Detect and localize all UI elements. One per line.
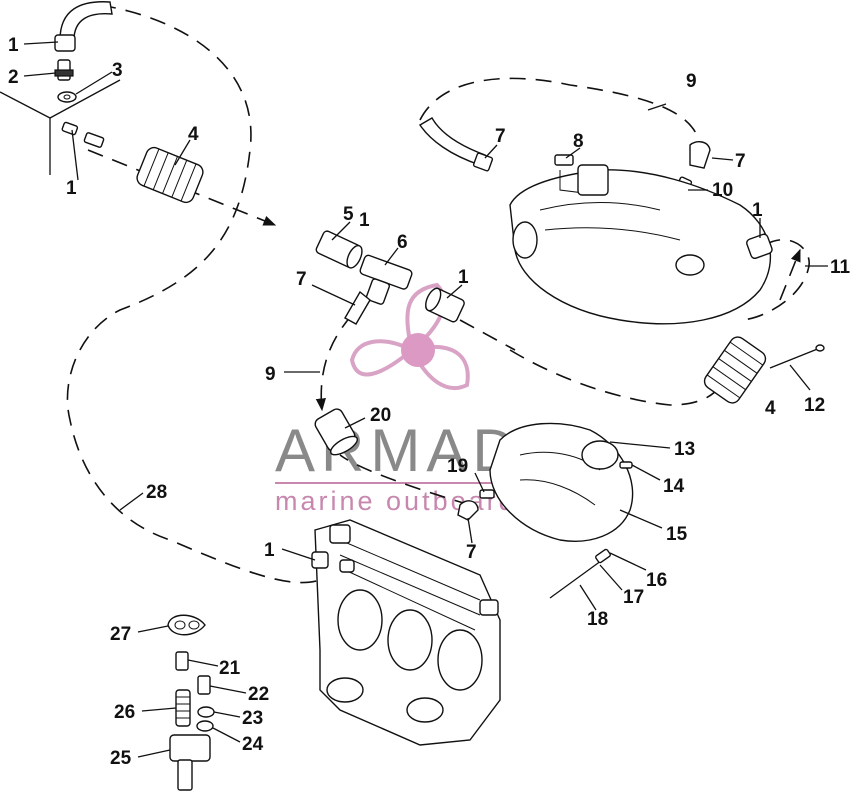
exhaust-manifold	[509, 164, 772, 325]
callout-c12: 12	[804, 395, 825, 416]
callout-c20: 20	[370, 405, 391, 426]
callout-c15: 15	[666, 524, 688, 545]
bellows-4-top	[136, 146, 204, 204]
callout-c11: 11	[830, 257, 851, 278]
callout-c7a: 7	[296, 269, 307, 290]
callout-c7b: 7	[495, 126, 506, 147]
callout-c2: 2	[8, 67, 19, 88]
callout-c13: 13	[674, 439, 695, 460]
callout-c25: 25	[110, 748, 132, 769]
callout-c3: 3	[112, 60, 123, 81]
callout-c17: 17	[623, 587, 644, 608]
hose-7-lower	[457, 500, 479, 521]
callout-c5: 5	[343, 204, 354, 225]
tee-fitting-6	[359, 254, 413, 305]
spring-26	[175, 689, 191, 727]
gasket-27	[167, 614, 206, 636]
bolt-22	[197, 675, 211, 695]
parts	[54, 1, 825, 791]
hose-curve-top	[59, 1, 113, 41]
callout-c1c: 1	[359, 210, 370, 231]
callout-c16: 16	[646, 570, 667, 591]
callout-c7d: 7	[466, 542, 477, 563]
housing-25	[169, 734, 211, 791]
callout-c24: 24	[242, 734, 264, 755]
callout-c28: 28	[146, 482, 167, 503]
screw-14	[619, 461, 633, 469]
callout-c4a: 4	[188, 124, 199, 145]
callout-c27: 27	[110, 624, 131, 645]
callout-c8: 8	[573, 131, 584, 152]
hose-7-left	[344, 290, 371, 325]
callout-c22: 22	[248, 684, 269, 705]
fitting-8	[554, 154, 574, 166]
callout-c1d: 1	[458, 267, 469, 288]
callout-c1f: 1	[264, 540, 275, 561]
bolt-18	[549, 557, 606, 599]
callout-c26: 26	[114, 702, 135, 723]
callout-c10: 10	[712, 180, 733, 201]
callout-c19: 19	[447, 456, 468, 477]
washer-3	[57, 91, 77, 103]
callout-c23: 23	[242, 708, 263, 729]
bellows-4-right	[703, 336, 767, 404]
fitting-19	[479, 489, 495, 499]
muffler-15	[489, 422, 634, 542]
elbow-20	[314, 408, 359, 456]
callout-c1e: 1	[752, 200, 763, 221]
callout-c6: 6	[397, 232, 408, 253]
callout-c9a: 9	[265, 364, 276, 385]
rod-12	[769, 347, 821, 369]
callout-c1b: 1	[66, 178, 77, 199]
callout-c18: 18	[587, 609, 608, 630]
callout-c21: 21	[219, 658, 241, 679]
washer-23	[197, 706, 215, 718]
hose-routes	[66, 4, 810, 584]
callout-c1a: 1	[8, 35, 19, 56]
callout-c9b: 9	[686, 71, 697, 92]
bolt-21	[175, 651, 189, 671]
callout-c7c: 7	[735, 151, 746, 172]
leader-lines	[0, 41, 828, 758]
washer-24	[196, 720, 214, 732]
callouts: 1 2 3 1 4 5 1 6 7 1 9 9 7 8 7 10 1 11 12…	[8, 35, 851, 769]
hose-clamp-5	[315, 230, 363, 269]
callout-c4b: 4	[765, 398, 776, 419]
callout-c14: 14	[663, 476, 685, 497]
engine-block	[314, 519, 501, 746]
